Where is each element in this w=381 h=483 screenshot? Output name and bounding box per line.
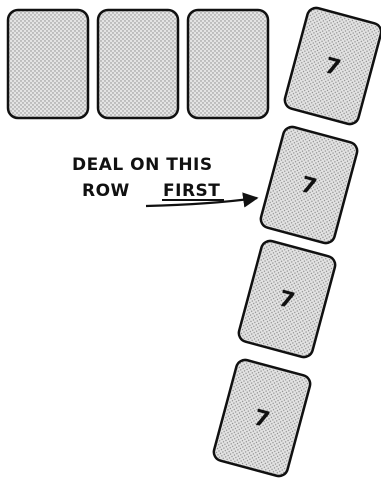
caption-word-first: FIRST xyxy=(163,181,220,201)
column-card: 7 xyxy=(237,239,337,359)
face-down-card xyxy=(188,10,268,118)
face-down-card xyxy=(98,10,178,118)
column-card: 7 xyxy=(259,125,359,245)
deal-instruction: DEAL ON THIS ROW FIRST xyxy=(72,155,257,206)
caption-word-row: ROW xyxy=(82,181,130,201)
column-card: 7 xyxy=(283,6,381,126)
column-card: 7 xyxy=(212,358,312,478)
face-down-card xyxy=(8,10,88,118)
caption-line-1: DEAL ON THIS xyxy=(72,155,213,175)
face-down-row xyxy=(8,10,268,118)
